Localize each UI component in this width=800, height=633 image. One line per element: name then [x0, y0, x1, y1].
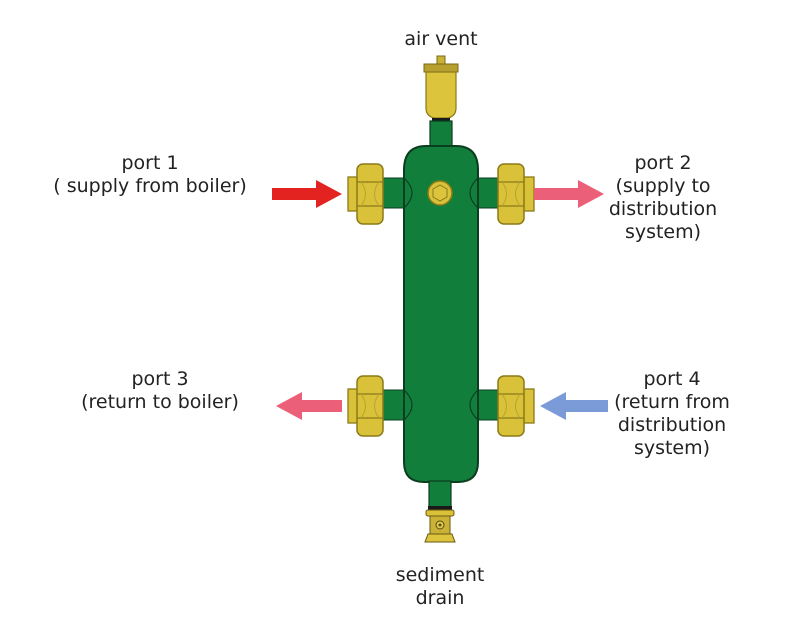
air-vent-text: air vent — [404, 28, 478, 50]
sediment-drain-valve — [424, 506, 456, 543]
arrow-port-3-outflow — [276, 392, 342, 420]
arrow-port-1-inflow — [272, 180, 342, 208]
port-2-fitting — [497, 163, 535, 225]
separator-vessel — [403, 145, 479, 483]
top-neck — [429, 120, 453, 148]
pipe-saddles — [403, 177, 479, 421]
port-3-fitting — [347, 375, 384, 437]
port-2-title: port 2 — [634, 152, 692, 174]
port-2-description-line1: (supply to — [615, 175, 711, 197]
port-4-description-line2: distribution — [617, 414, 727, 436]
port-3-title: port 3 — [131, 368, 189, 390]
port-2-description-line3: system) — [624, 221, 702, 243]
hex-plug — [427, 180, 453, 206]
port-1-fitting — [347, 163, 384, 225]
air-vent-label: air vent — [386, 28, 496, 51]
port-1-title: port 1 — [121, 152, 179, 174]
bottom-neck — [428, 480, 452, 508]
arrow-port-4-inflow — [540, 392, 608, 420]
port-1-label: port 1 ( supply from boiler) — [30, 152, 270, 198]
port-2-label: port 2 (supply to distribution system) — [598, 152, 728, 244]
port-4-description-line3: system) — [633, 437, 711, 459]
port-4-fitting — [497, 375, 535, 437]
port-3-label: port 3 (return to boiler) — [60, 368, 260, 414]
air-vent — [423, 55, 459, 122]
port-4-label: port 4 (return from distribution system) — [602, 368, 742, 460]
sediment-drain-text-line2: drain — [415, 587, 465, 609]
sediment-drain-label: sediment drain — [380, 564, 500, 610]
port-2-description-line2: distribution — [608, 198, 718, 220]
port-4-title: port 4 — [643, 368, 701, 390]
sediment-drain-text-line1: sediment — [395, 564, 485, 586]
port-1-description: ( supply from boiler) — [53, 175, 247, 197]
port-4-description-line1: (return from — [614, 391, 730, 413]
port-3-description: (return to boiler) — [81, 391, 239, 413]
arrow-port-2-outflow — [534, 180, 604, 208]
